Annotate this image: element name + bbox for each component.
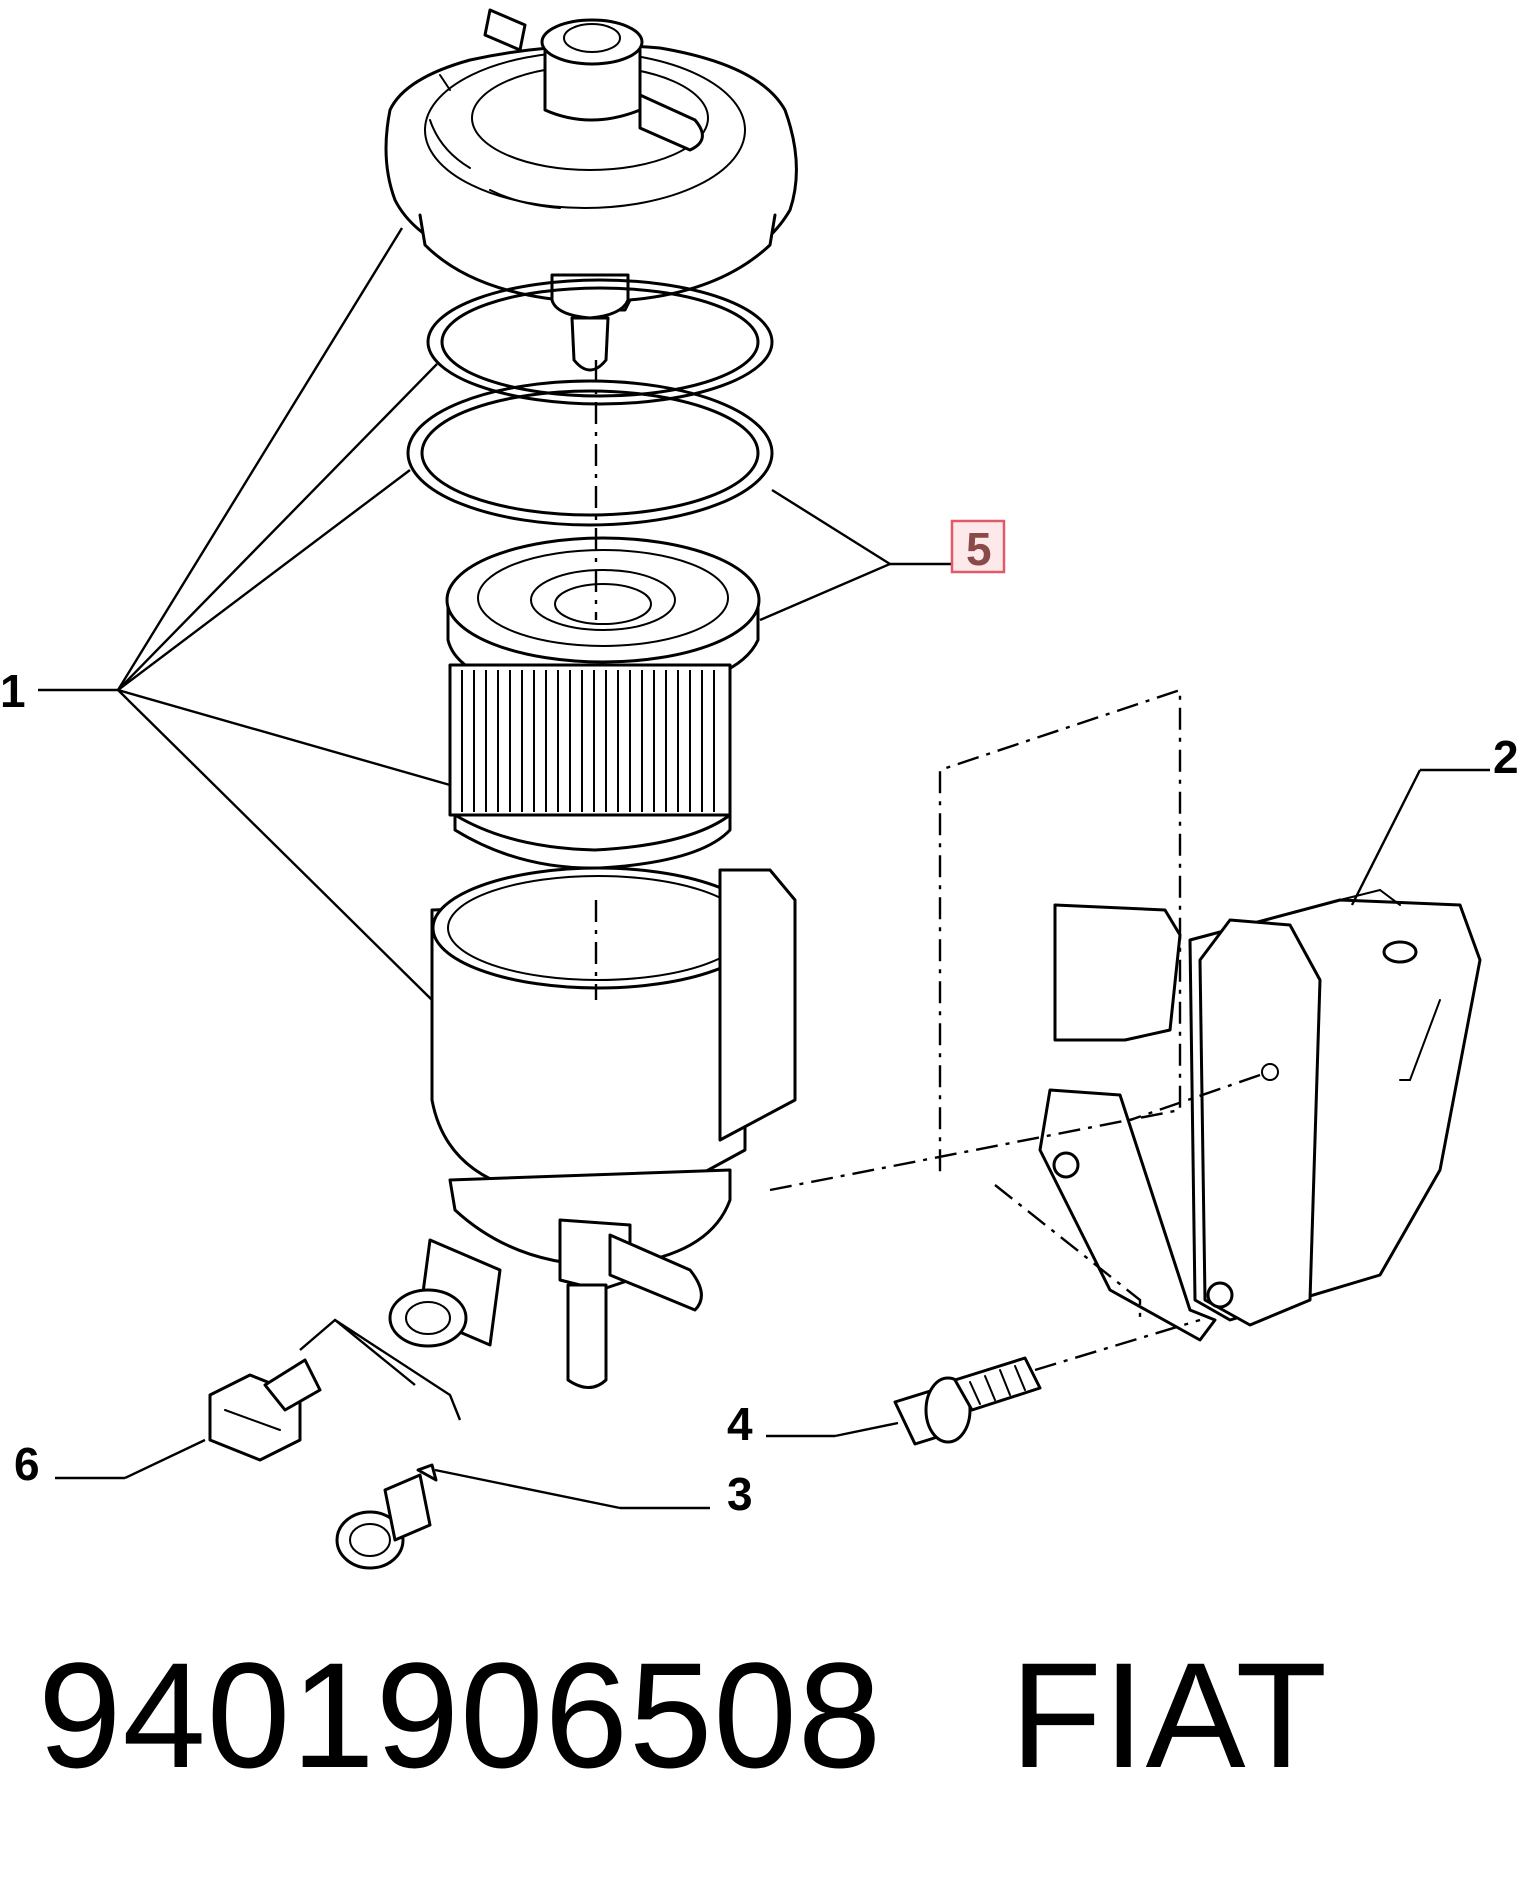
drain-plug-icon [335,1463,438,1570]
callout-2: 2 [1493,731,1519,783]
callout-6: 6 [14,1438,40,1490]
bolt-icon [893,1356,1042,1446]
callout-1: 1 [0,665,26,717]
filter-cap-icon [384,8,798,372]
callout-5-highlight[interactable]: 5 [950,519,1006,575]
o-ring-seal-lower-icon [406,379,774,527]
callout-3: 3 [727,1468,753,1520]
mounting-bracket-icon [1038,888,1482,1342]
callout-5: 5 [966,523,992,575]
part-number: 9401906508 [38,1631,883,1799]
o-ring-seal-upper-icon [426,278,774,406]
part-number-title: 9401906508 FIAT [38,1640,1328,1790]
filter-element-icon [445,536,761,870]
callout-4: 4 [727,1398,753,1450]
brand-name: FIAT [1010,1631,1329,1799]
water-sensor-icon [208,1358,322,1462]
filter-bowl-icon [388,866,797,1389]
leader-lines [38,227,1490,1510]
